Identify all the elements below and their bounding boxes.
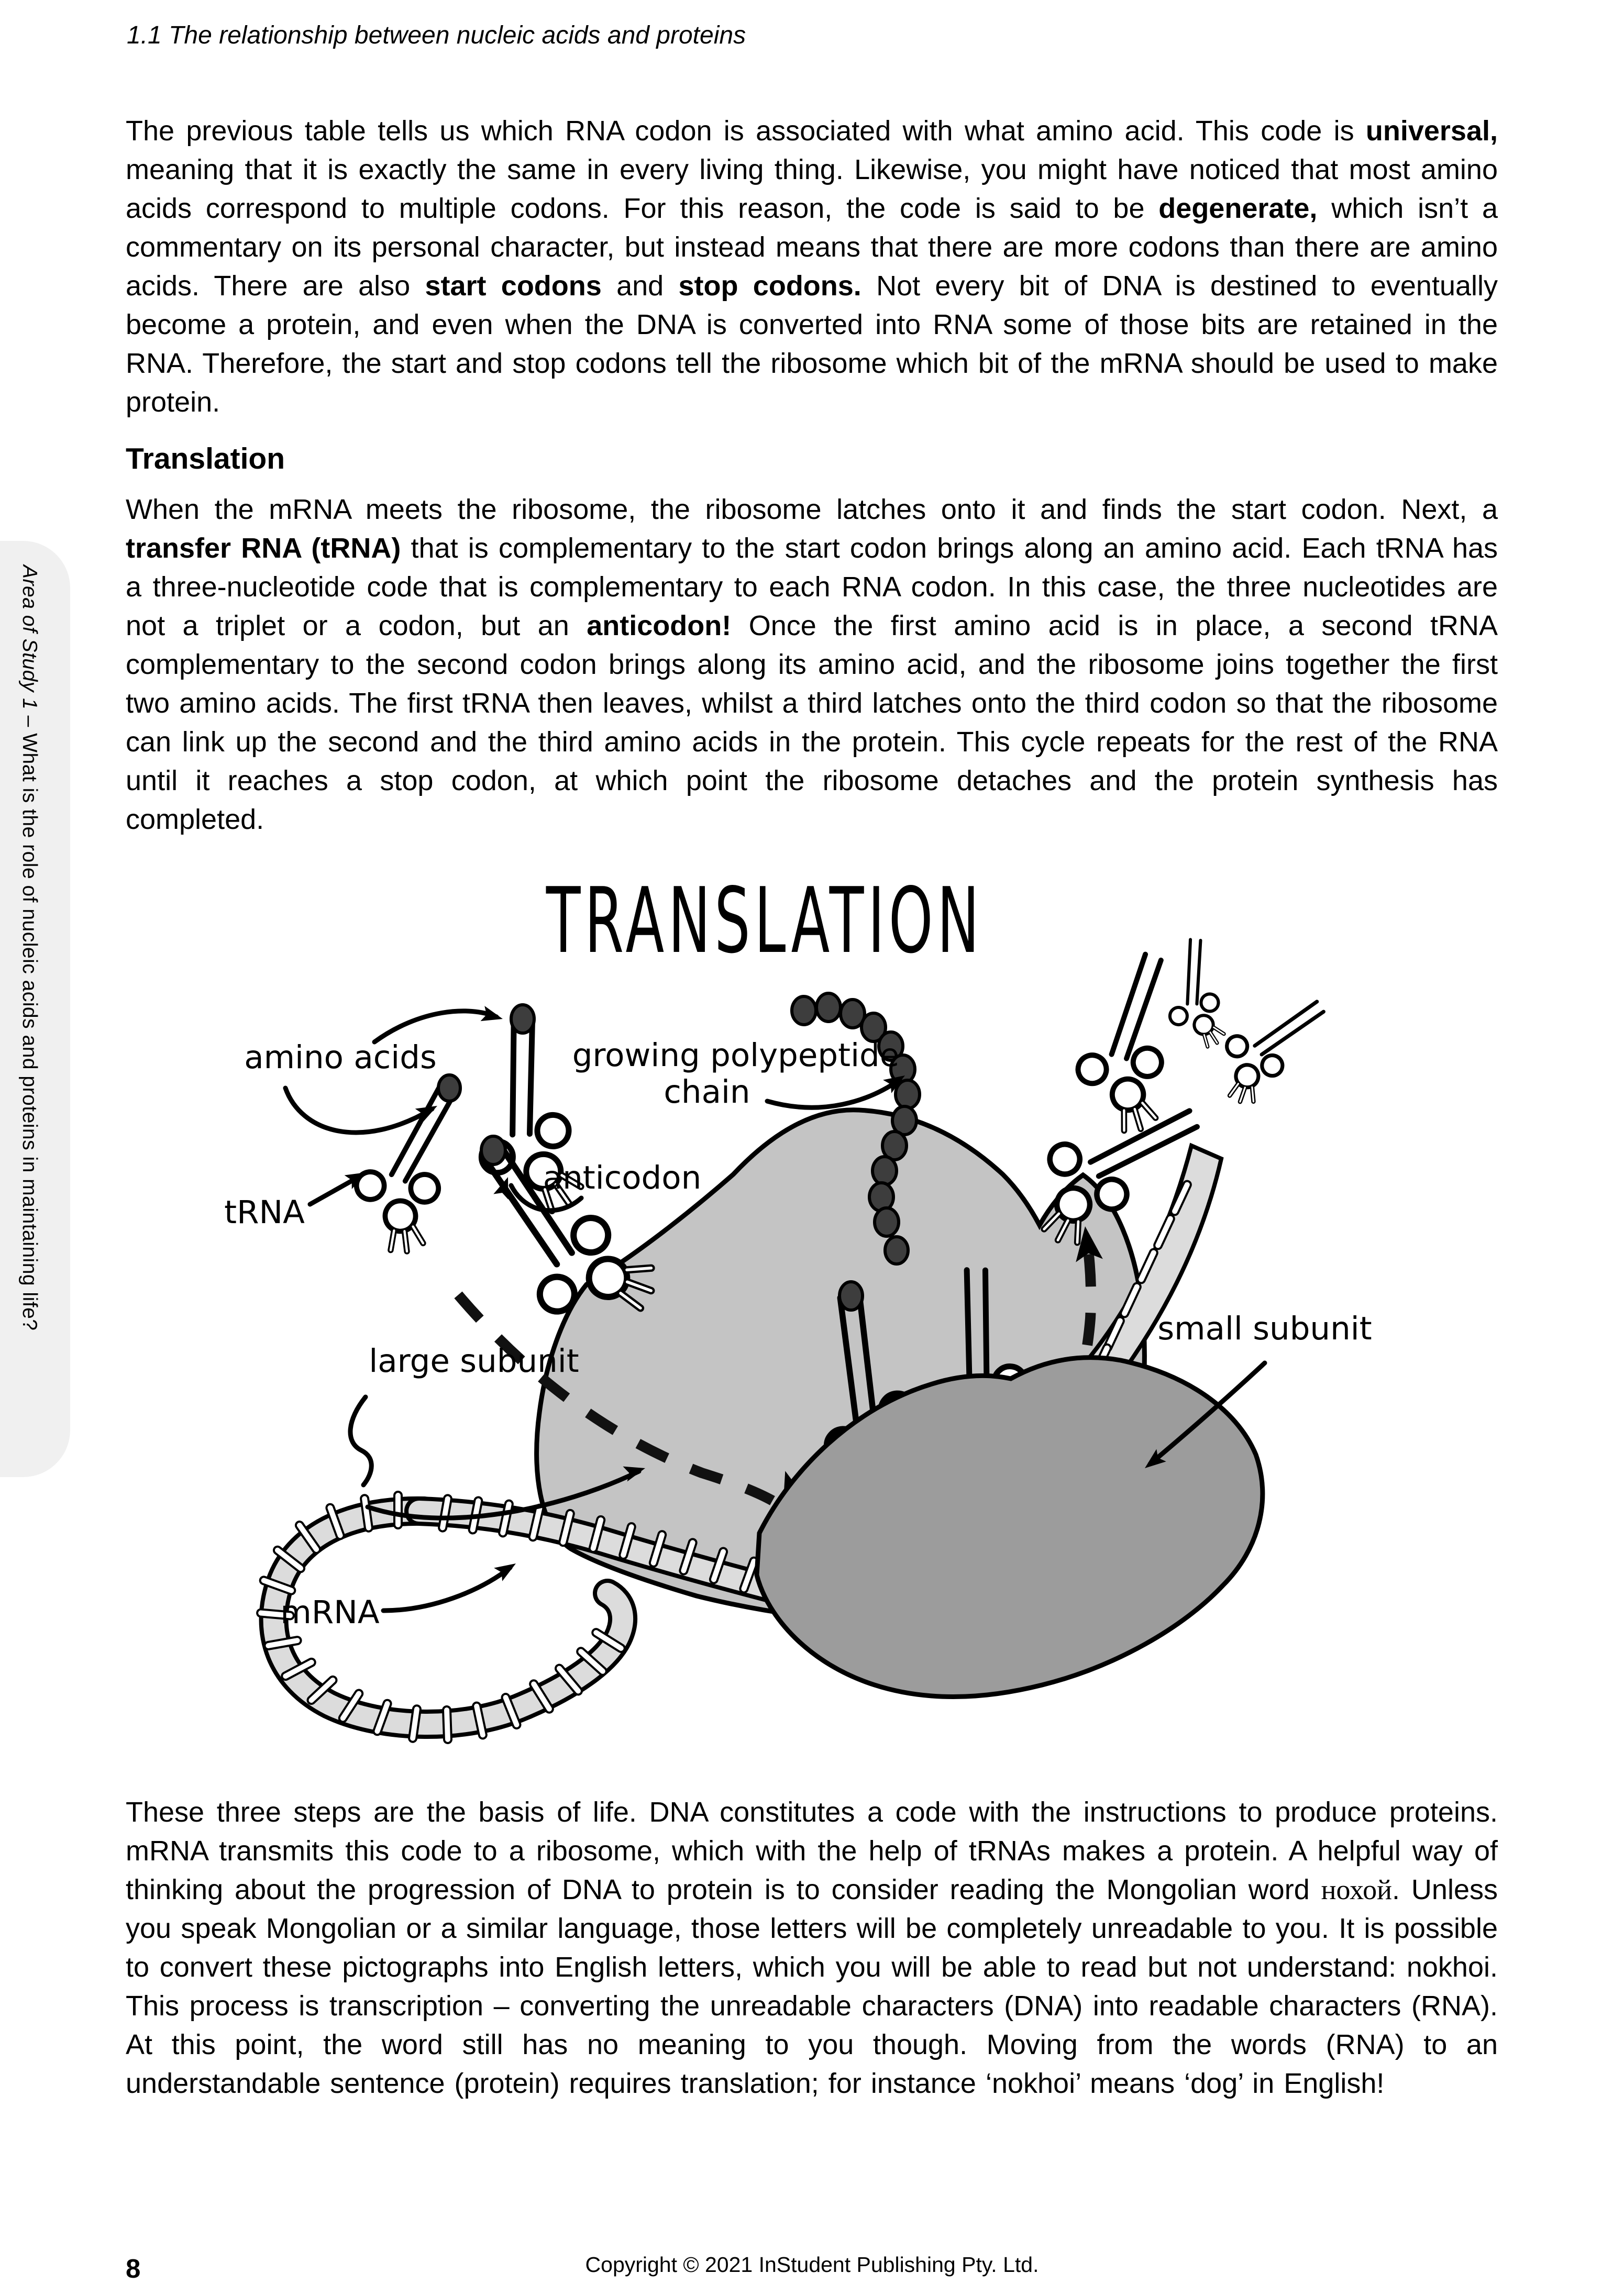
footer-copyright: Copyright © 2021 InStudent Publishing Pt…: [585, 2253, 1039, 2277]
sidebar-tab: Area of Study 1 – What is the role of nu…: [0, 541, 70, 1477]
label-trna: tRNA: [224, 1194, 305, 1231]
label-arrows: [283, 1006, 1267, 1613]
section-heading: Translation: [126, 442, 285, 475]
label-chain: chain: [664, 1073, 750, 1111]
trna-in-ribosome-left: [757, 1280, 989, 1515]
diagram-title: TRANSLATION: [546, 868, 984, 973]
amino-acid-dot: [480, 1135, 507, 1166]
label-large-subunit: large subunit: [369, 1343, 579, 1380]
free-trna-1: [1046, 950, 1217, 1143]
trna-labeled: [339, 1073, 485, 1259]
free-trna-3: [1214, 983, 1325, 1116]
running-header: 1.1 The relationship between nucleic aci…: [127, 21, 746, 49]
page-number: 8: [126, 2254, 141, 2283]
label-growing-polypeptide: growing polypeptide: [572, 1037, 900, 1074]
amino-acid-dot: [437, 1073, 462, 1103]
label-mrna: mRNA: [280, 1594, 379, 1631]
amino-acid-dot: [510, 1003, 536, 1035]
paragraph-translation-process: When the mRNA meets the ribosome, the ri…: [126, 494, 1498, 835]
label-small-subunit: small subunit: [1157, 1310, 1372, 1347]
free-trna-with-amino-acid: [423, 1003, 639, 1230]
label-amino-acids: amino acids: [244, 1039, 437, 1076]
translation-diagram: TRANSLATION: [224, 868, 1372, 1745]
paragraph-three-steps: These three steps are the basis of life.…: [126, 1796, 1498, 2099]
small-subunit-shape: [754, 1355, 1265, 1699]
amino-acid-dot: [838, 1280, 864, 1312]
sidebar-vertical-label: Area of Study 1 – What is the role of nu…: [18, 565, 41, 1331]
polypeptide-chain-dots: [790, 992, 921, 1266]
label-anticodon: anticodon: [543, 1159, 701, 1196]
trna-anticodon: [450, 1135, 677, 1334]
paragraph-genetic-code: The previous table tells us which RNA co…: [126, 115, 1498, 418]
